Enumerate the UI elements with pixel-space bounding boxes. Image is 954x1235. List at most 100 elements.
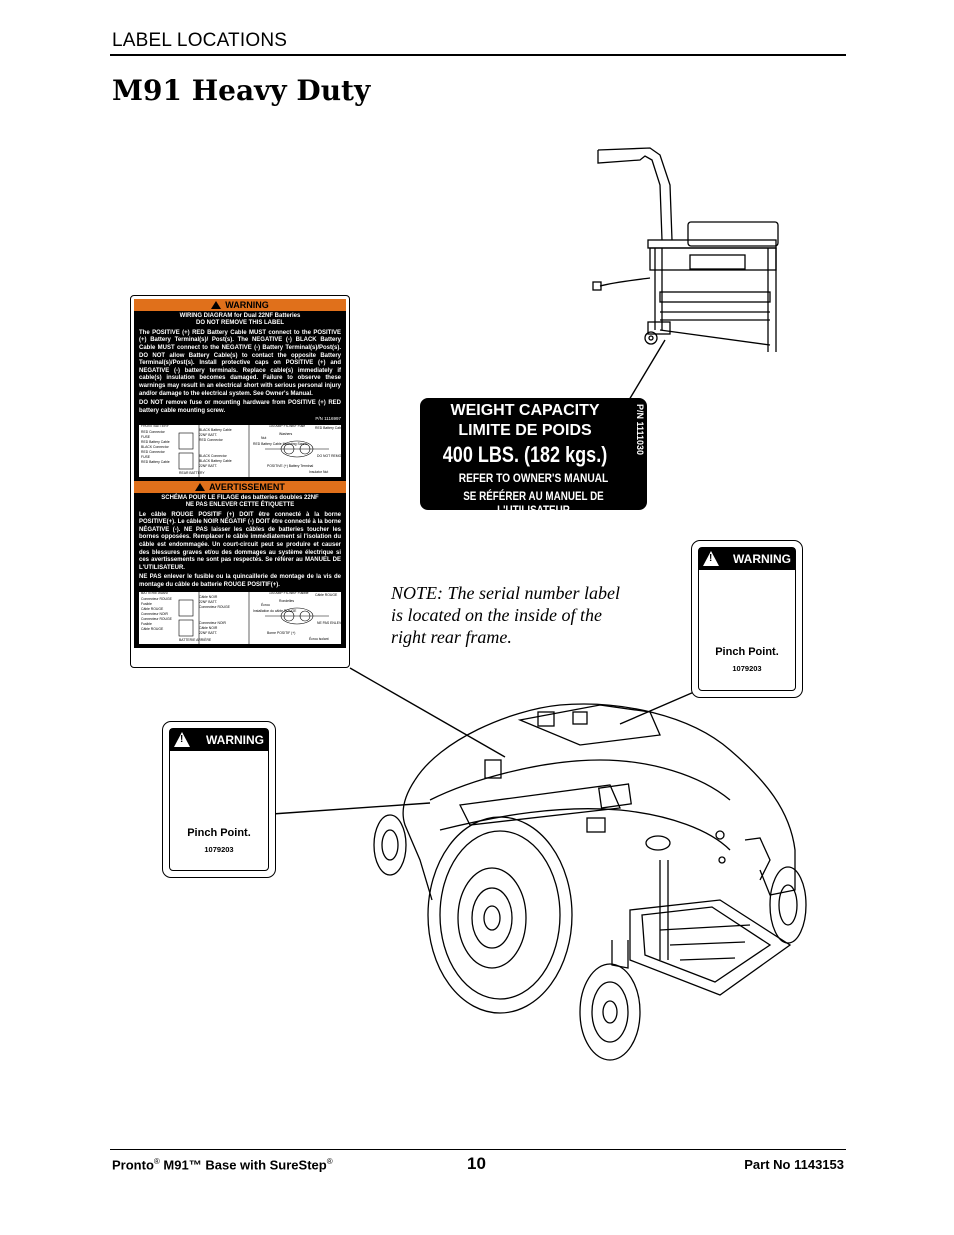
- leader-wiring: [349, 667, 506, 758]
- diagram-callout: BLACK Battery Cable: [199, 458, 232, 463]
- diagram-callout: Installation du câble ROUGE: [253, 608, 297, 613]
- diagram-callout: Câble ROUGE: [141, 626, 164, 631]
- diagram-callout: RED Connector: [199, 437, 223, 442]
- warning-icon-fr: [195, 482, 206, 491]
- diagram-callout: Connecteur ROUGE: [199, 604, 230, 609]
- french-section: SCHÉMA POUR LE FILAGE des batteries doub…: [134, 492, 346, 648]
- warning-icon: [174, 732, 190, 747]
- warning-icon: [703, 551, 719, 566]
- wiring-subtitle-fr: SCHÉMA POUR LE FILAGE des batteries doub…: [161, 494, 319, 501]
- diagram-callout: Câble ROUGE: [141, 606, 164, 611]
- weight-capacity-label: WEIGHT CAPACITY LIMITE DE POIDS 400 LBS.…: [420, 398, 647, 517]
- footer-model: M91: [163, 1157, 189, 1173]
- pinch-warning-text: WARNING: [733, 552, 791, 566]
- pinch-point-text: Pinch Point.: [715, 646, 779, 658]
- diagram-callout: RED Battery Cable: [141, 459, 170, 464]
- diagram-callout: Washers: [279, 431, 293, 436]
- registered-mark: ®: [153, 1157, 160, 1166]
- power-base-drawing: [373, 703, 807, 1061]
- wiring-pn: P/N 1116997: [315, 416, 341, 422]
- diagram-callout: 100 AMP FS-WBF Fusible: [269, 590, 309, 595]
- leader-pinch-right: [619, 691, 695, 725]
- diagram-callout: Écrou: [261, 602, 270, 607]
- wiring-subtitle: WIRING DIAGRAM for Dual 22NF Batteries: [179, 313, 301, 319]
- diagram-callout: FUSE: [141, 454, 151, 459]
- registered-mark-2: ®: [326, 1157, 333, 1166]
- pinch-pn: 1079203: [732, 664, 762, 673]
- diagram-callout: 22NF BATT.: [199, 463, 218, 468]
- diagram-callout: Fusible: [141, 601, 152, 606]
- diagram-callout: BATTERIE ARRIÈRE: [179, 637, 212, 642]
- footer-desc: Base with SureStep: [205, 1157, 327, 1173]
- refer-manual-fr: SE RÉFÉRER AU MANUEL DE L'UTILISATEUR: [463, 489, 604, 517]
- pinch-point-text: Pinch Point.: [187, 827, 251, 839]
- section-header: LABEL LOCATIONS: [112, 30, 288, 51]
- diagram-callout: BLACK Connector: [199, 453, 227, 458]
- diagram-callout: Borne POSITIF (+): [267, 630, 296, 635]
- diagram-callout: 22NF BATT.: [199, 599, 218, 604]
- diagram-callout: DO NOT REMOVE: [317, 453, 346, 458]
- wiring-diagram-label: WARNING WIRING DIAGRAM for Dual 22NF Bat…: [130, 295, 350, 668]
- diagram-callout: RED Battery Cable Mounting Screw: [253, 441, 307, 446]
- diagram-callout: 22NF BATT.: [199, 432, 218, 437]
- diagram-callout: Écrou isolant: [309, 636, 329, 641]
- diagram-callout: RED Battery Cable: [315, 425, 344, 430]
- diagram-callout: BATTERIE AVANT: [141, 590, 169, 595]
- do-not-remove: DO NOT REMOVE THIS LABEL: [195, 320, 284, 327]
- wiring-body-2: DO NOT remove fuse or mounting hardware …: [139, 400, 341, 414]
- trademark: ™: [188, 1157, 202, 1173]
- diagram-callout: 100 AMP FS-WBF Fuse: [269, 423, 306, 428]
- diagram-callout: Câble ROUGE: [315, 592, 338, 597]
- diagram-callout: Fusible: [141, 621, 152, 626]
- pinch-warning-text: WARNING: [206, 733, 264, 747]
- pinch-warning-banner: WARNING: [699, 548, 795, 570]
- diagram-callout: Insulator Nut: [309, 469, 329, 474]
- diagram-callout: BLACK Connector: [141, 444, 169, 449]
- avertissement-banner: AVERTISSEMENT: [134, 480, 346, 493]
- diagram-callout: RED Battery Cable: [141, 439, 170, 444]
- warning-banner: WARNING: [134, 299, 346, 311]
- diagram-callout: NE PAS ENLEVER: [317, 620, 346, 625]
- diagram-callout: Connecteur NOIR: [199, 620, 226, 625]
- diagram-callout: Rondelles: [279, 598, 295, 603]
- wiring-body-fr: Le câble ROUGE POSITIF (+) DOIT être con…: [139, 511, 341, 571]
- pinch-point-label-right: WARNING Pinch Point. 1079203: [691, 540, 803, 698]
- diagram-callout: Connecteur NOIR: [141, 611, 168, 616]
- footer-product-name: Pronto: [112, 1157, 154, 1173]
- pinch-point-label-left: WARNING Pinch Point. 1079203: [162, 721, 276, 878]
- seat-frame-drawing: [592, 147, 779, 352]
- diagram-callout: Connecteur ROUGE: [141, 596, 172, 601]
- weight-capacity-value: 400 LBS. (182 kgs.): [442, 442, 608, 467]
- header-rule: [110, 54, 846, 56]
- leader-pinch-left: [271, 802, 431, 815]
- leader-weight: [628, 339, 666, 401]
- pinch-inner: WARNING Pinch Point. 1079203: [169, 728, 269, 871]
- pinch-inner: WARNING Pinch Point. 1079203: [698, 547, 796, 691]
- english-section: WIRING DIAGRAM for Dual 22NF Batteries D…: [134, 311, 346, 481]
- diagram-callout: POSITIVE (+) Battery Terminal: [267, 463, 314, 468]
- pinch-pn: 1079203: [204, 845, 234, 854]
- serial-number-note: NOTE: The serial number label is located…: [391, 583, 620, 647]
- diagram-callout: REAR BATTERY: [179, 470, 205, 475]
- warning-icon: [211, 301, 222, 309]
- diagram-callout: 22NF BATT.: [199, 630, 218, 635]
- page-title: M91 Heavy Duty: [112, 74, 371, 107]
- weight-label-pn: P/N 1111030: [635, 404, 645, 456]
- diagram-callout: RED Connector: [141, 429, 165, 434]
- footer-rule: [110, 1149, 846, 1150]
- weight-capacity-title-fr: LIMITE DE POIDS: [458, 422, 592, 439]
- wiring-body-2-fr: NE PAS enlever le fusible ou la quincail…: [139, 574, 341, 588]
- wiring-body: The POSITIVE (+) RED Battery Cable MUST …: [139, 329, 341, 397]
- diagram-callout: Nut: [261, 435, 267, 440]
- pinch-warning-banner: WARNING: [170, 729, 268, 751]
- weight-capacity-title: WEIGHT CAPACITY: [450, 402, 600, 419]
- part-number: Part No 1143153: [744, 1157, 844, 1172]
- do-not-remove-fr: NE PAS ENLEVER CETTE ÉTIQUETTE: [185, 502, 295, 509]
- refer-manual: REFER TO OWNER'S MANUAL: [458, 471, 609, 485]
- warning-text: WARNING: [225, 300, 269, 310]
- diagram-callout: BLACK Battery Cable: [199, 427, 232, 432]
- diagram-callout: Câble NOIR: [199, 625, 218, 630]
- page-number: 10: [467, 1154, 486, 1173]
